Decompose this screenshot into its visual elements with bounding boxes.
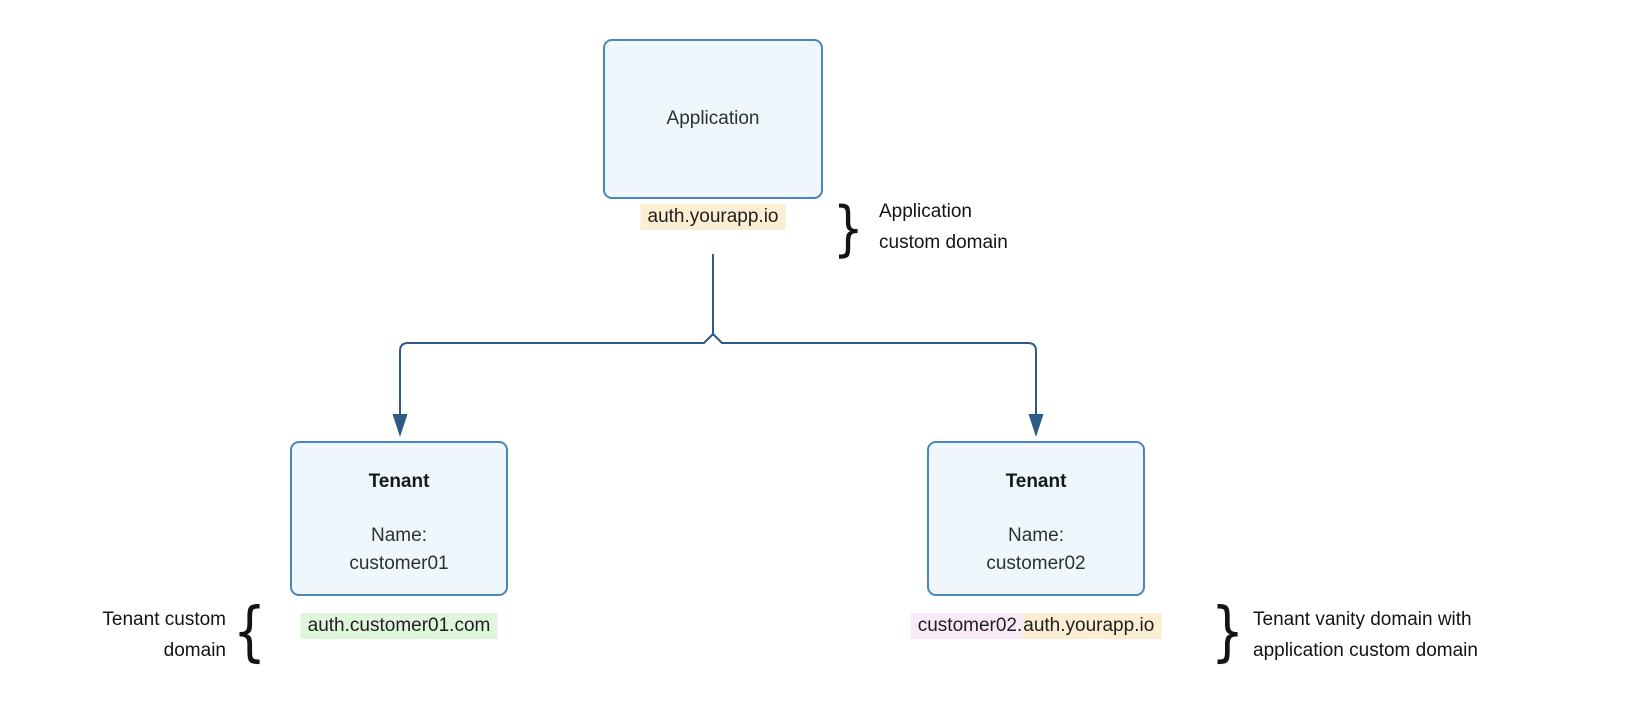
application-annotation: Application custom domain (879, 197, 1008, 258)
curly-brace-right-icon-tenant2: } (1211, 594, 1245, 670)
tenant2-name: Name: customer02 (986, 522, 1085, 578)
tenant1-box-title: Tenant (368, 471, 430, 492)
tenant2-box: Tenant Name: customer02 (927, 441, 1145, 596)
tenant2-name-value: customer02 (986, 553, 1086, 574)
tenant1-domain-label: auth.customer01.com (300, 612, 498, 639)
tenant1-annotation-line1: Tenant custom (102, 609, 226, 630)
connector-branch-path (399, 333, 1037, 420)
tenant1-box: Tenant Name: customer01 (290, 441, 508, 596)
arrow-down-left-icon (392, 414, 408, 437)
curly-brace-right-icon-application: } (833, 194, 864, 264)
tenant2-domain-label: customer02.auth.yourapp.io (910, 612, 1162, 639)
tenant2-domain-subdomain-text: customer02. (910, 613, 1023, 639)
application-domain-label: auth.yourapp.io (640, 203, 786, 230)
tenant2-domain-base-text: auth.yourapp.io (1022, 613, 1162, 639)
tenant1-annotation-line2: domain (163, 639, 226, 661)
application-annotation-line1: Application (879, 201, 972, 222)
arrow-down-right-icon (1028, 414, 1044, 437)
tenant2-annotation-line2: application custom domain (1253, 639, 1478, 661)
tenant1-domain-text: auth.customer01.com (300, 613, 498, 639)
application-annotation-line2: custom domain (879, 231, 1008, 253)
application-box-label: Application (666, 108, 760, 129)
tenant1-annotation: Tenant custom domain (40, 605, 226, 666)
application-box: Application (603, 39, 823, 199)
tenant1-name-value: customer01 (349, 553, 449, 574)
tenant2-annotation: Tenant vanity domain with application cu… (1253, 605, 1478, 666)
application-domain-text: auth.yourapp.io (640, 204, 786, 230)
curly-brace-left-icon-tenant1: { (233, 594, 267, 670)
tenant2-box-title: Tenant (1005, 471, 1067, 492)
tenant2-name-label: Name: (1008, 525, 1064, 546)
tenant2-annotation-line1: Tenant vanity domain with (1253, 609, 1472, 630)
tenant1-name-label: Name: (371, 525, 427, 546)
tenant1-name: Name: customer01 (349, 522, 448, 578)
